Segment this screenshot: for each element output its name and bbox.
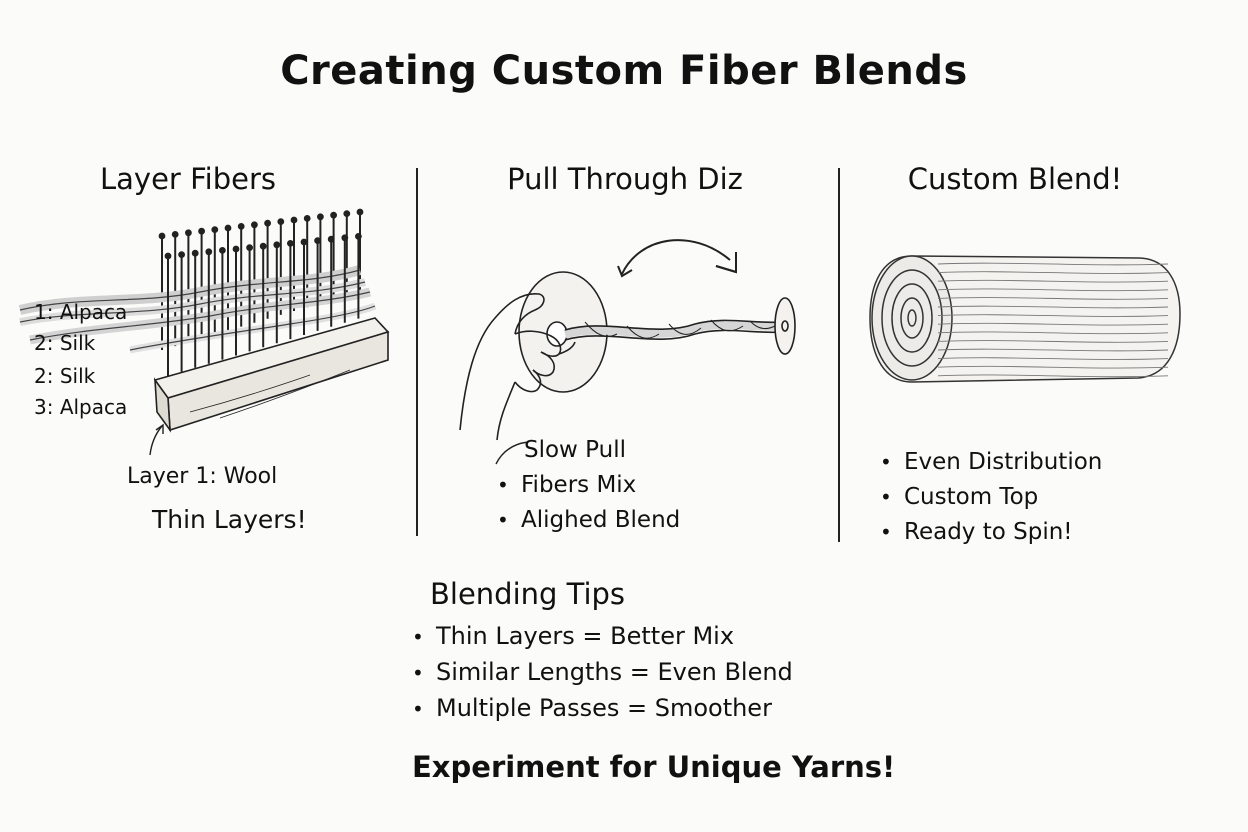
blend-bullet-item: Custom Top bbox=[880, 480, 1102, 515]
base-layer-label: Layer 1: Wool bbox=[127, 464, 278, 489]
slow-pull-caption: Slow Pull bbox=[524, 437, 627, 463]
blend-bullet-item: Ready to Spin! bbox=[880, 515, 1102, 550]
divider-left bbox=[416, 168, 418, 536]
footer-tagline: Experiment for Unique Yarns! bbox=[412, 750, 896, 784]
blending-board-icon bbox=[18, 208, 390, 456]
tip-item: Similar Lengths = Even Blend bbox=[412, 655, 793, 691]
slow-pull-arrow bbox=[495, 441, 529, 465]
diz-bullet-item: Fibers Mix bbox=[497, 468, 680, 503]
divider-right bbox=[838, 168, 840, 542]
thin-layers-note: Thin Layers! bbox=[152, 505, 307, 534]
diz-bullet-item: Alighed Blend bbox=[497, 503, 680, 538]
heading-layer-fibers: Layer Fibers bbox=[100, 162, 276, 196]
tip-item: Thin Layers = Better Mix bbox=[412, 619, 793, 655]
fiber-label-4: 3: Alpaca bbox=[34, 395, 128, 419]
diz-bullet-list: Fibers Mix Alighed Blend bbox=[497, 468, 680, 538]
blend-bullet-list: Even Distribution Custom Top Ready to Sp… bbox=[880, 445, 1102, 550]
tips-list: Thin Layers = Better Mix Similar Lengths… bbox=[412, 619, 793, 727]
fiber-label-1: 1: Alpaca bbox=[34, 300, 128, 324]
fiber-label-3: 2: Silk bbox=[34, 364, 96, 388]
curved-arrow-icon bbox=[617, 239, 737, 278]
tip-item: Multiple Passes = Smoother bbox=[412, 691, 793, 727]
fiber-label-2: 2: Silk bbox=[34, 331, 96, 355]
page-title: Creating Custom Fiber Blends bbox=[280, 48, 968, 94]
diz-hand-icon bbox=[459, 271, 796, 441]
heading-pull-through-diz: Pull Through Diz bbox=[507, 162, 743, 196]
heading-custom-blend: Custom Blend! bbox=[907, 162, 1123, 196]
fiber-roll-icon bbox=[869, 255, 1181, 383]
tips-heading: Blending Tips bbox=[430, 577, 626, 611]
blend-bullet-item: Even Distribution bbox=[880, 445, 1102, 480]
